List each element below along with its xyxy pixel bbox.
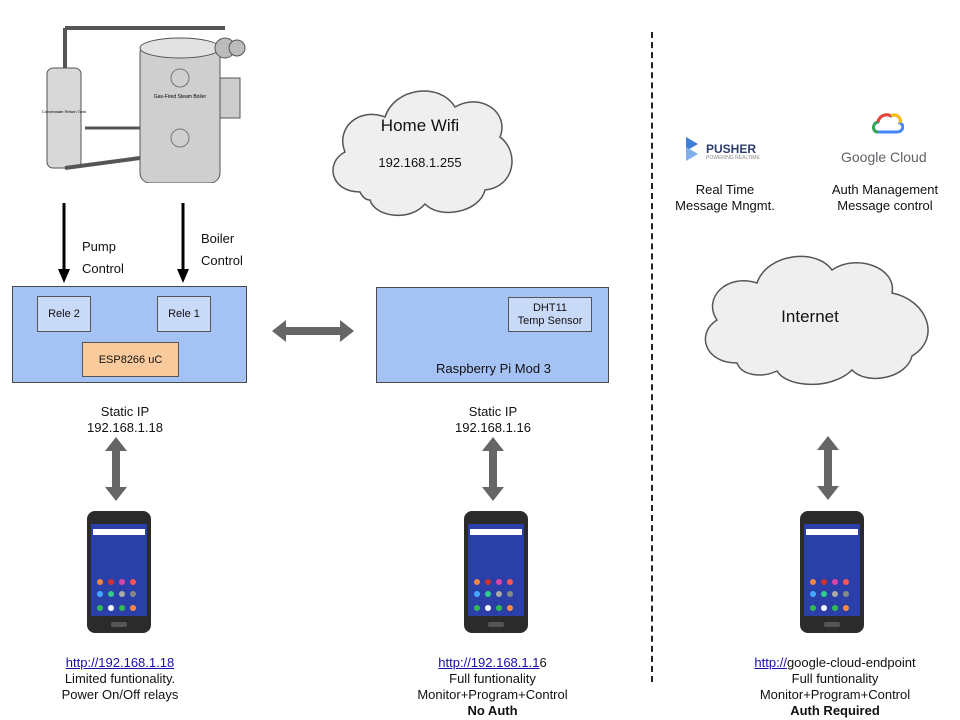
pusher-logo-icon — [686, 137, 698, 161]
rpi-caption: http://192.168.1.16 Full funtionality Mo… — [417, 655, 568, 718]
network-divider — [651, 32, 653, 682]
home-wifi-ip: 192.168.1.255 — [378, 155, 462, 170]
rpi-title: Raspberry Pi Mod 3 — [436, 361, 551, 376]
boiler-control-arrow — [177, 203, 189, 283]
phone-cloud — [800, 511, 864, 633]
esp-rpi-double-arrow — [272, 320, 354, 342]
cloud-caption: http://google-cloud-endpoint Full funtio… — [754, 655, 916, 718]
internet-cloud — [704, 255, 929, 386]
esp-box: Rele 2 Rele 1 ESP8266 uC — [12, 286, 247, 383]
tank-label: Condensate Return Tank — [42, 109, 86, 114]
cloud-url-link[interactable]: http:// — [754, 655, 787, 670]
pump-control-arrow — [58, 203, 70, 283]
cloud-phone-arrow — [817, 436, 839, 500]
phone-esp — [87, 511, 151, 633]
internet-label: Internet — [781, 307, 839, 326]
home-wifi-cloud — [332, 90, 513, 217]
google-cloud-logo-icon — [872, 113, 904, 134]
esp-phone-arrow — [105, 437, 127, 501]
rele-1: Rele 1 — [157, 296, 211, 332]
rele-2: Rele 2 — [37, 296, 91, 332]
rpi-url-link[interactable]: http://192.168.1.1 — [438, 655, 540, 670]
boiler-illustration: Condensate Return Tank Gas-Fired Steam B… — [42, 26, 246, 183]
esp8266-chip: ESP8266 uC — [82, 342, 179, 377]
home-wifi-title: Home Wifi — [380, 116, 460, 135]
boiler-label: Gas-Fired Steam Boiler — [154, 94, 207, 100]
pusher-brand: PUSHER — [706, 142, 757, 156]
pusher-tagline: POWERING REALTIME — [706, 155, 760, 161]
phone-rpi — [464, 511, 528, 633]
rpi-phone-arrow — [482, 437, 504, 501]
esp-caption: http://192.168.1.18 Limited funtionality… — [61, 655, 179, 702]
esp-url-link[interactable]: http://192.168.1.18 — [65, 655, 175, 670]
google-cloud-brand: Google Cloud — [841, 149, 927, 165]
